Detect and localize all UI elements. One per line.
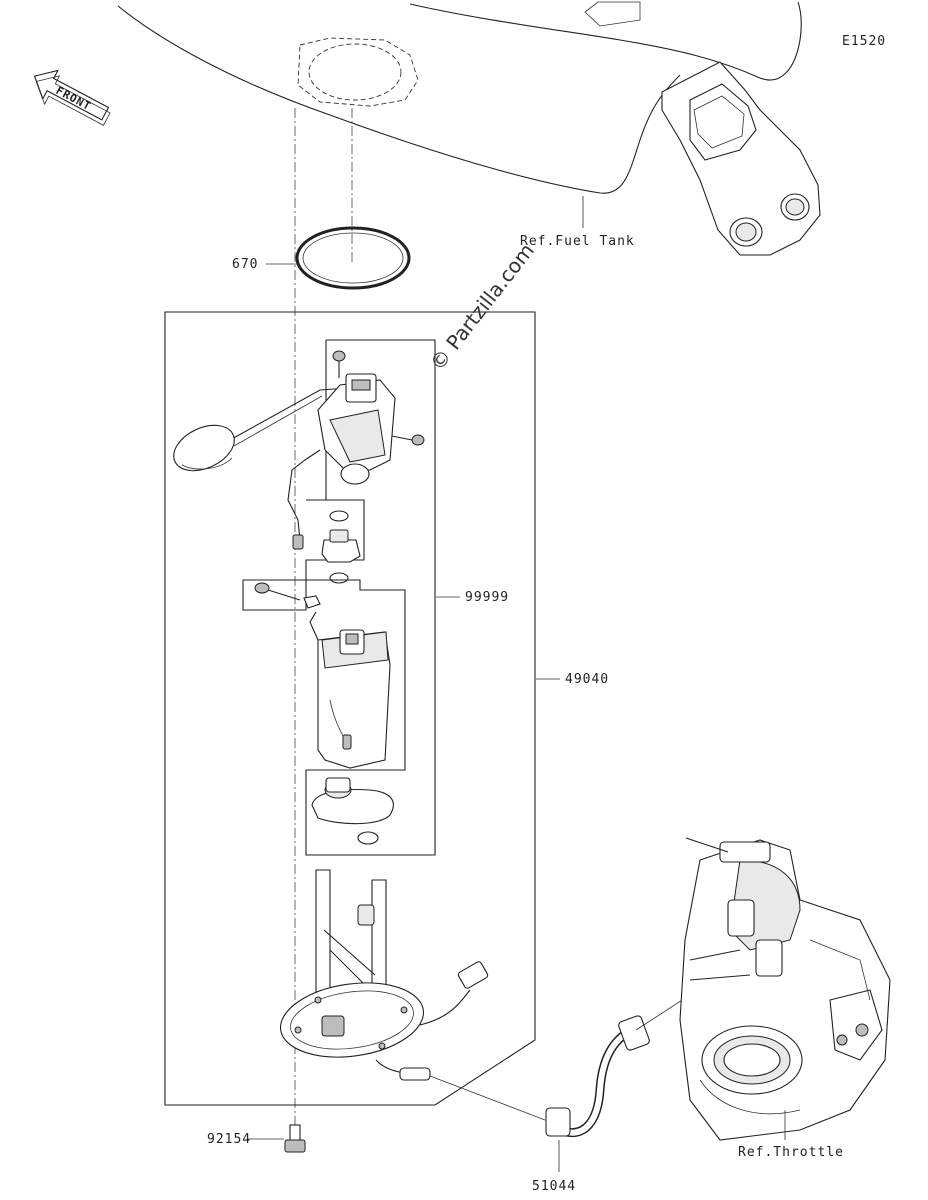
- frame-49040: [164, 311, 536, 1106]
- callout-92154: 92154: [207, 1132, 251, 1147]
- small-o-ring-2: [329, 572, 349, 584]
- tank-gasket: [297, 37, 419, 107]
- tank-bracket: [661, 61, 821, 256]
- fuel-tank-outline: [117, 1, 802, 194]
- bolt-92154: [284, 1124, 306, 1153]
- callout-51044: 51044: [532, 1179, 576, 1194]
- front-label: FRONT: [54, 84, 94, 113]
- fuel-pump-motor: [309, 611, 391, 769]
- watermark: © Partzilla.com: [425, 239, 539, 375]
- throttle-body: [679, 837, 891, 1141]
- small-o-ring-3: [357, 831, 379, 845]
- fuel-hose-51044: [545, 1015, 650, 1137]
- frame-99999: [242, 339, 436, 856]
- front-arrow-icon: FRONT: [33, 69, 111, 126]
- pressure-regulator: [321, 529, 361, 563]
- small-o-ring-1: [329, 510, 349, 522]
- callout-49040: 49040: [565, 672, 609, 687]
- pump-strainer: [311, 777, 394, 825]
- pump-flange-base: [279, 869, 489, 1081]
- callout-99999: 99999: [465, 590, 509, 605]
- screw-part: [254, 582, 321, 609]
- o-ring-670: [295, 226, 411, 290]
- ref-throttle: Ref.Throttle: [738, 1145, 844, 1160]
- fuel-level-float: [173, 387, 349, 472]
- callout-670: 670: [232, 257, 258, 272]
- diagram-code: E1520: [842, 34, 886, 49]
- level-sensor-unit: [287, 350, 425, 550]
- ref-fuel-tank: Ref.Fuel Tank: [520, 234, 635, 249]
